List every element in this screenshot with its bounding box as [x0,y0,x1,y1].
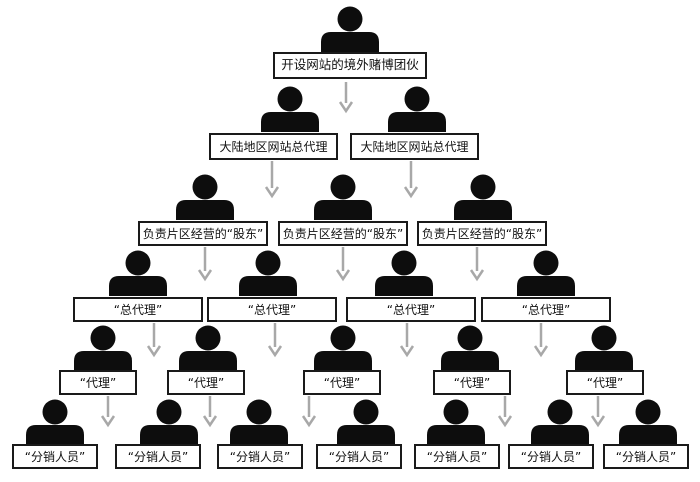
node-sales-staff-2: “分销人员” [115,444,201,469]
arrow-down-icon [202,396,218,428]
person-icon [454,174,512,220]
node-sales-staff-5: “分销人员” [414,444,500,469]
arrow-down-icon [533,323,549,358]
arrow-down-icon [403,161,419,199]
node-overseas-gambling-group: 开设网站的境外赌博团伙 [273,52,427,79]
person-icon [74,325,132,371]
arrow-down-icon [338,82,354,114]
node-sales-staff-3: “分销人员” [217,444,303,469]
person-icon [388,86,446,132]
person-icon [575,325,633,371]
node-chief-agent-1: “总代理” [73,297,203,322]
node-sales-staff-4: “分销人员” [316,444,402,469]
node-sales-staff-1: “分销人员” [12,444,98,469]
arrow-down-icon [497,396,513,428]
person-icon [239,250,297,296]
arrow-down-icon [264,161,280,199]
person-icon [314,174,372,220]
node-mainland-general-agent-1: 大陆地区网站总代理 [209,133,338,160]
arrow-down-icon [335,247,351,282]
node-agent-3: “代理” [303,370,381,395]
arrow-down-icon [399,323,415,358]
person-icon [261,86,319,132]
person-icon [109,250,167,296]
arrow-down-icon [301,396,317,428]
person-icon [517,250,575,296]
arrow-down-icon [469,247,485,282]
node-agent-2: “代理” [167,370,245,395]
node-mainland-general-agent-2: 大陆地区网站总代理 [350,133,479,160]
node-agent-4: “代理” [433,370,511,395]
person-icon [427,399,485,445]
arrow-down-icon [100,396,116,428]
node-regional-shareholder-1: 负责片区经营的“股东” [138,221,268,246]
person-icon [230,399,288,445]
person-icon [531,399,589,445]
person-icon [314,325,372,371]
person-icon [441,325,499,371]
person-icon [179,325,237,371]
arrow-down-icon [590,396,606,428]
person-icon [337,399,395,445]
arrow-down-icon [146,323,162,358]
person-icon [619,399,677,445]
node-regional-shareholder-2: 负责片区经营的“股东” [278,221,408,246]
node-chief-agent-2: “总代理” [207,297,337,322]
arrow-down-icon [267,323,283,358]
node-sales-staff-6: “分销人员” [508,444,594,469]
node-regional-shareholder-3: 负责片区经营的“股东” [417,221,547,246]
person-icon [375,250,433,296]
node-chief-agent-3: “总代理” [346,297,476,322]
node-agent-1: “代理” [59,370,137,395]
node-sales-staff-7: “分销人员” [603,444,689,469]
person-icon [140,399,198,445]
node-agent-5: “代理” [566,370,644,395]
person-icon [321,6,379,52]
person-icon [176,174,234,220]
node-chief-agent-4: “总代理” [481,297,611,322]
person-icon [26,399,84,445]
arrow-down-icon [197,247,213,282]
